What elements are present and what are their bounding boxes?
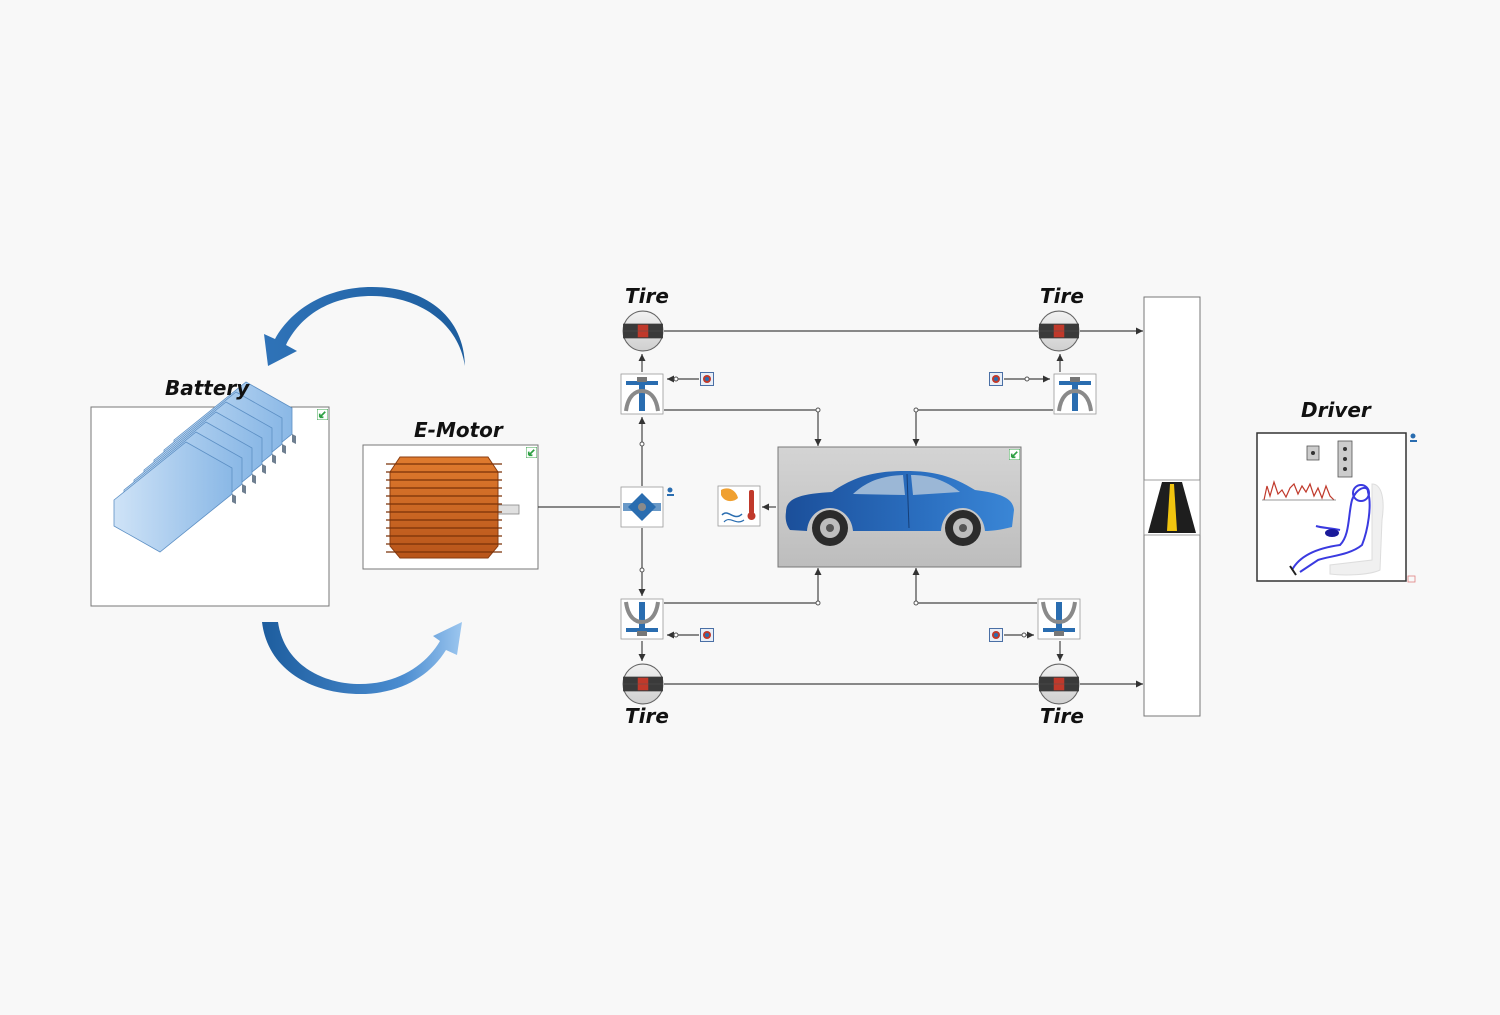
emotor-label: E-Motor xyxy=(414,418,503,442)
car-body-icon xyxy=(785,471,1014,546)
battery-label: Battery xyxy=(165,376,250,400)
energy-flow-arrow-top xyxy=(264,287,465,366)
wheel-sensor-icon[interactable] xyxy=(989,372,1003,386)
suspension-icon[interactable] xyxy=(620,373,664,415)
electric-motor-icon xyxy=(386,456,520,559)
tire-rear-left-label: Tire xyxy=(625,704,669,728)
road-icon xyxy=(1143,479,1201,536)
wheel-sensor-icon[interactable] xyxy=(989,628,1003,642)
settings-small-icon xyxy=(667,487,674,496)
differential-block[interactable] xyxy=(620,486,674,528)
wheel-sensor-icon[interactable] xyxy=(700,628,714,642)
suspension-icon[interactable] xyxy=(1053,373,1097,415)
tire-front-left-label: Tire xyxy=(625,284,669,308)
battery-cells-icon xyxy=(113,381,296,553)
driver-block[interactable] xyxy=(1256,432,1417,583)
emotor-block[interactable] xyxy=(362,444,539,570)
battery-block[interactable] xyxy=(90,381,330,607)
energy-flow-arrow-bottom xyxy=(262,622,462,694)
road-block[interactable] xyxy=(1143,296,1201,717)
suspension-icon[interactable] xyxy=(620,598,664,640)
wheel-sensor-icon[interactable] xyxy=(700,372,714,386)
suspension-icon[interactable] xyxy=(1037,598,1081,640)
tire-front-right-label: Tire xyxy=(1040,284,1084,308)
thermometer-icon xyxy=(721,488,756,523)
tire-icon[interactable] xyxy=(1038,310,1080,352)
thermal-block[interactable] xyxy=(717,485,761,527)
driver-seat-icon xyxy=(1262,440,1384,576)
settings-small-icon xyxy=(1410,433,1417,442)
tire-rear-right-label: Tire xyxy=(1040,704,1084,728)
tire-icon[interactable] xyxy=(622,663,664,705)
corner-marker-icon xyxy=(1407,575,1416,583)
expand-icon[interactable] xyxy=(317,409,328,420)
expand-icon[interactable] xyxy=(526,447,537,458)
driver-label: Driver xyxy=(1301,398,1371,422)
tire-icon[interactable] xyxy=(1038,663,1080,705)
tire-icon[interactable] xyxy=(622,310,664,352)
vehicle-block[interactable] xyxy=(777,446,1022,568)
expand-icon[interactable] xyxy=(1009,449,1020,460)
